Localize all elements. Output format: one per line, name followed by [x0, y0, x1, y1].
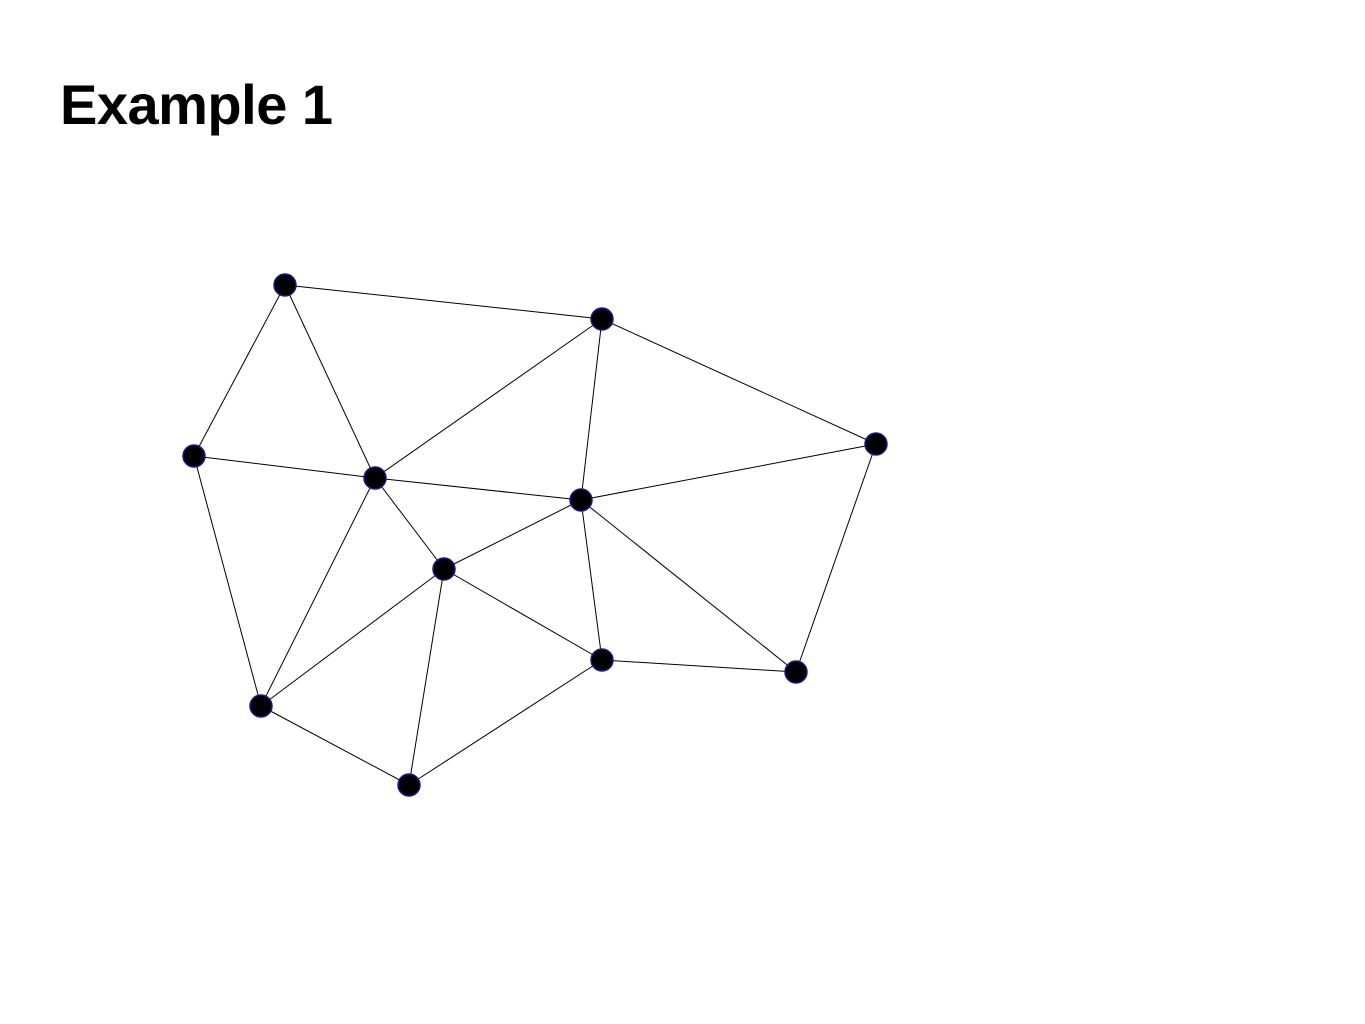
edge-n6-n7 [443, 499, 582, 570]
edge-n6-n9 [580, 499, 797, 673]
edge-n5-n6 [374, 477, 582, 501]
edge-n2-n6 [580, 318, 603, 501]
graph-node-n5 [363, 466, 387, 490]
edge-layer [193, 284, 877, 786]
graph-node-n1 [273, 273, 297, 297]
edge-n2-n3 [601, 318, 877, 445]
edge-n4-n5 [193, 455, 376, 479]
edge-n2-n5 [374, 318, 603, 479]
graph-node-n3 [864, 432, 888, 456]
edge-n6-n3 [580, 443, 877, 501]
edge-n1-n5 [284, 284, 376, 479]
graph-node-n7 [432, 557, 456, 581]
edge-n5-n10 [260, 477, 376, 707]
graph-node-n8 [590, 648, 614, 672]
edge-n7-n11 [408, 568, 445, 786]
edge-n4-n10 [193, 455, 262, 707]
edge-n1-n4 [193, 284, 286, 457]
edge-n1-n2 [284, 284, 603, 320]
edge-n11-n8 [408, 659, 603, 786]
graph-node-n9 [784, 660, 808, 684]
slide-title: Example 1 [60, 73, 333, 136]
edge-n8-n9 [601, 659, 797, 673]
graph-node-n6 [569, 488, 593, 512]
graph-node-n10 [249, 694, 273, 718]
node-layer [182, 273, 888, 797]
edge-n7-n10 [260, 568, 445, 707]
edge-n7-n8 [443, 568, 603, 661]
graph-node-n2 [590, 307, 614, 331]
graph-node-n11 [397, 773, 421, 797]
graph-node-n4 [182, 444, 206, 468]
edge-n6-n8 [580, 499, 603, 661]
edge-n3-n9 [795, 443, 877, 673]
edge-n5-n7 [374, 477, 445, 570]
edge-n10-n11 [260, 705, 410, 786]
